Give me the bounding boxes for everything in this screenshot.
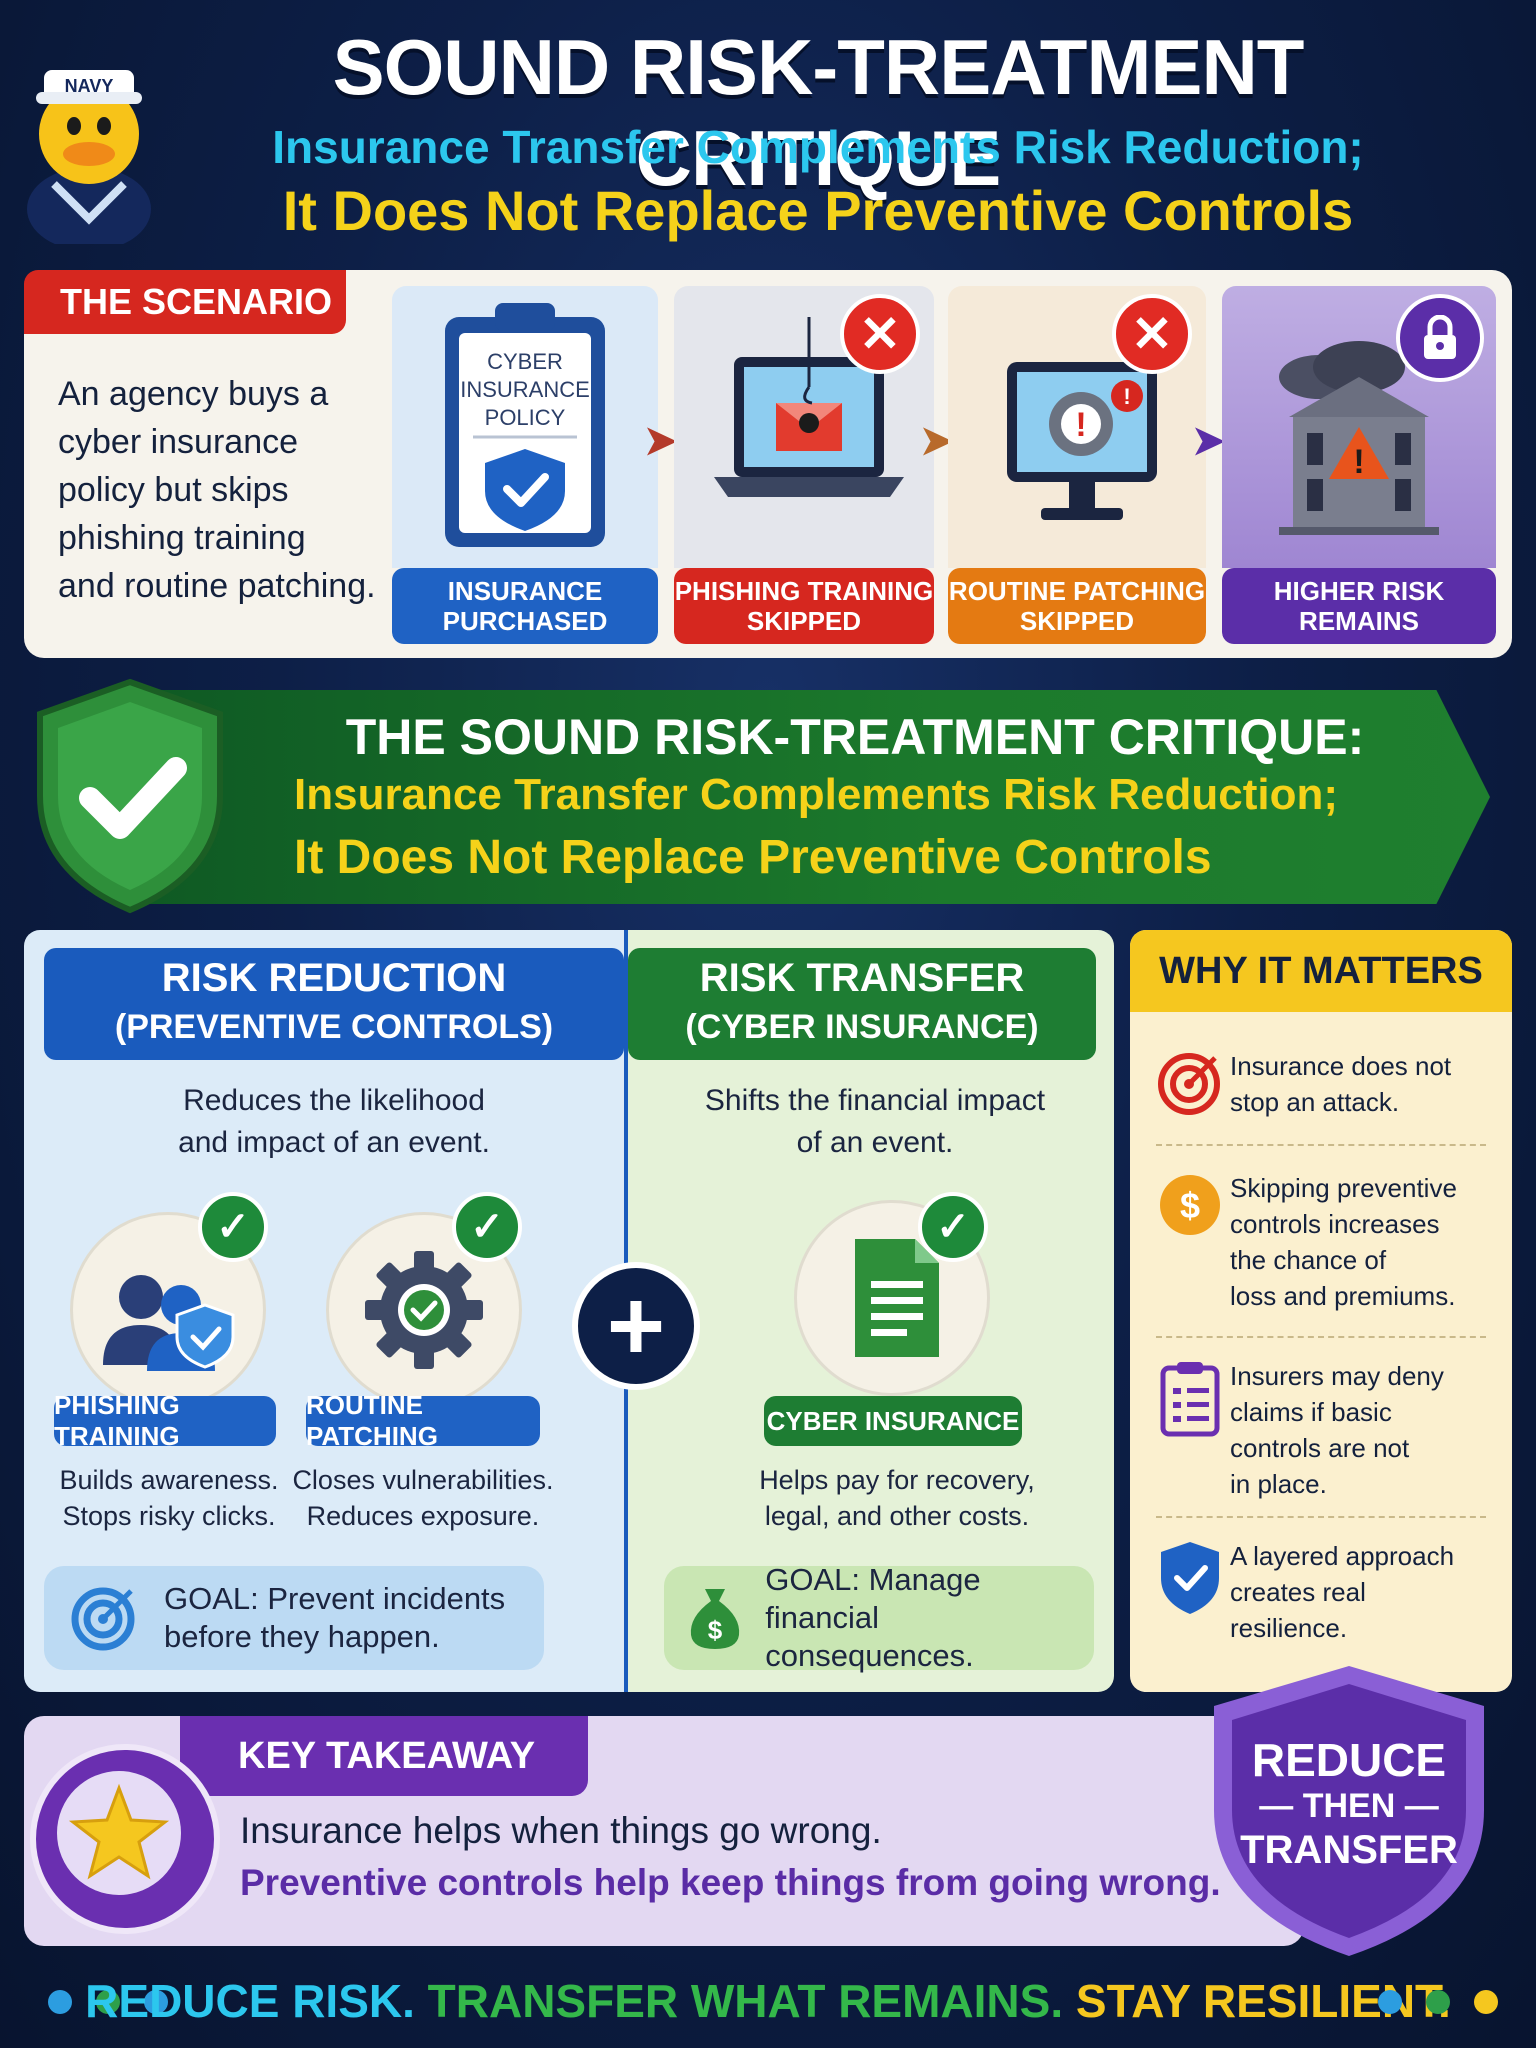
check-badge-icon: ✓ [452,1192,522,1262]
takeaway-line1: Insurance helps when things go wrong. [240,1810,882,1851]
shield-check-icon [30,676,230,916]
star-badge [30,1744,220,1934]
mascot-duck: NAVY [14,34,164,251]
risk-transfer-subtitle: (CYBER INSURANCE) [685,1008,1039,1046]
footer-slogan: REDUCE RISK. TRANSFER WHAT REMAINS. STAY… [0,1974,1536,2028]
footer-dot [1474,1990,1498,2014]
svg-text:!: ! [1353,443,1364,481]
arrow-icon: ➤ [1192,419,1226,463]
routine-patching-pill: ROUTINE PATCHING [306,1390,540,1451]
check-badge-icon: ✓ [198,1192,268,1262]
laptop-phishing-icon [714,317,904,497]
risk-reduction-header [44,948,624,1060]
scenario-tag: THE SCENARIO [24,270,346,334]
page-subtitle-line1: Insurance Transfer Complements Risk Redu… [272,121,1364,173]
page-title: SOUND RISK-TREATMENT CRITIQUE [332,23,1305,202]
risk-reduction-title: RISK REDUCTION [161,956,507,1000]
banner-title: THE SOUND RISK-TREATMENT CRITIQUE: [345,709,1365,765]
footer-part1: REDUCE RISK. [85,1975,415,2027]
clipboard-policy-icon: CYBER INSURANCE POLICY [445,303,605,547]
footer-dot [1378,1990,1402,2014]
badge-line1: REDUCE [1251,1734,1447,1786]
banner-line2: It Does Not Replace Preventive Controls [294,831,1212,884]
phishing-training-pill: PHISHING TRAINING [54,1390,276,1451]
risk-transfer-title: RISK TRANSFER [699,956,1025,1000]
why-it-matters-title: WHY IT MATTERS [1130,930,1512,1012]
svg-text:POLICY: POLICY [485,405,566,430]
badge-line3: TRANSFER [1240,1828,1458,1872]
scenario-text-line: cyber insurance [58,423,299,461]
svg-text:$: $ [1180,1185,1200,1226]
check-badge-icon: ✓ [918,1192,988,1262]
divider [1156,1336,1486,1338]
footer-dot [144,1990,168,2014]
dollar-coin-icon: $ [1150,1170,1230,1314]
money-bag-icon: $ [664,1583,765,1653]
scenario-text-line: policy but skips [58,471,289,509]
arrow-icon: ➤ [920,419,954,463]
routine-patching-icon [326,1212,522,1408]
scenario-text-line: phishing training [58,519,306,557]
badge-line2: — THEN — [1259,1787,1439,1825]
building-warning-icon: ! [1279,341,1439,535]
mascot-hat-text: NAVY [65,76,114,96]
reduce-then-transfer-shield: REDUCE — THEN — TRANSFER [1204,1660,1494,1960]
star-icon [57,1771,181,1895]
svg-text:$: $ [707,1615,722,1645]
padlock-icon [1396,294,1484,382]
clipboard-checklist-icon [1150,1358,1230,1502]
critique-banner [150,690,1490,904]
risk-transfer-header [628,948,1096,1060]
scenario-text: An agency buys a cyber insurance policy … [58,370,378,610]
scenario-text-line: and routine patching. [58,567,376,605]
shield-check-icon [1150,1538,1230,1646]
phishing-training-desc: Builds awareness.Stops risky clicks. [59,1465,279,1531]
plus-icon: + [572,1262,700,1390]
divider [1156,1516,1486,1518]
x-mark-icon: ✕ [840,294,920,374]
banner-line1: Insurance Transfer Complements Risk Redu… [294,770,1339,819]
key-takeaway-tag: KEY TAKEAWAY [180,1716,588,1796]
monitor-gear-warning-icon: ! ! [1007,362,1157,520]
takeaway-line2: Preventive controls help keep things fro… [240,1862,1221,1903]
svg-text:CYBER: CYBER [487,349,563,374]
routine-patching-desc: Closes vulnerabilities.Reduces exposure. [292,1465,554,1531]
target-icon [44,1583,164,1653]
svg-text:!: ! [1123,384,1130,409]
footer-part2: TRANSFER WHAT REMAINS. [427,1975,1064,2027]
target-icon [1150,1048,1230,1120]
risk-reduction-subtitle: (PREVENTIVE CONTROLS) [114,1008,554,1046]
svg-text:!: ! [1075,406,1086,444]
arrow-icon: ➤ [644,419,678,463]
page-subtitle-line2: It Does Not Replace Preventive Controls [282,179,1354,242]
svg-text:INSURANCE: INSURANCE [460,377,590,402]
footer-dot [48,1990,72,2014]
divider [1156,1144,1486,1146]
cyber-insurance-pill: CYBER INSURANCE [764,1396,1022,1446]
cyber-insurance-desc: Helps pay for recovery,legal, and other … [759,1465,1035,1531]
x-mark-icon: ✕ [1112,294,1192,374]
footer-dot [1426,1990,1450,2014]
footer-dot [96,1990,120,2014]
scenario-text-line: An agency buys a [58,375,329,413]
